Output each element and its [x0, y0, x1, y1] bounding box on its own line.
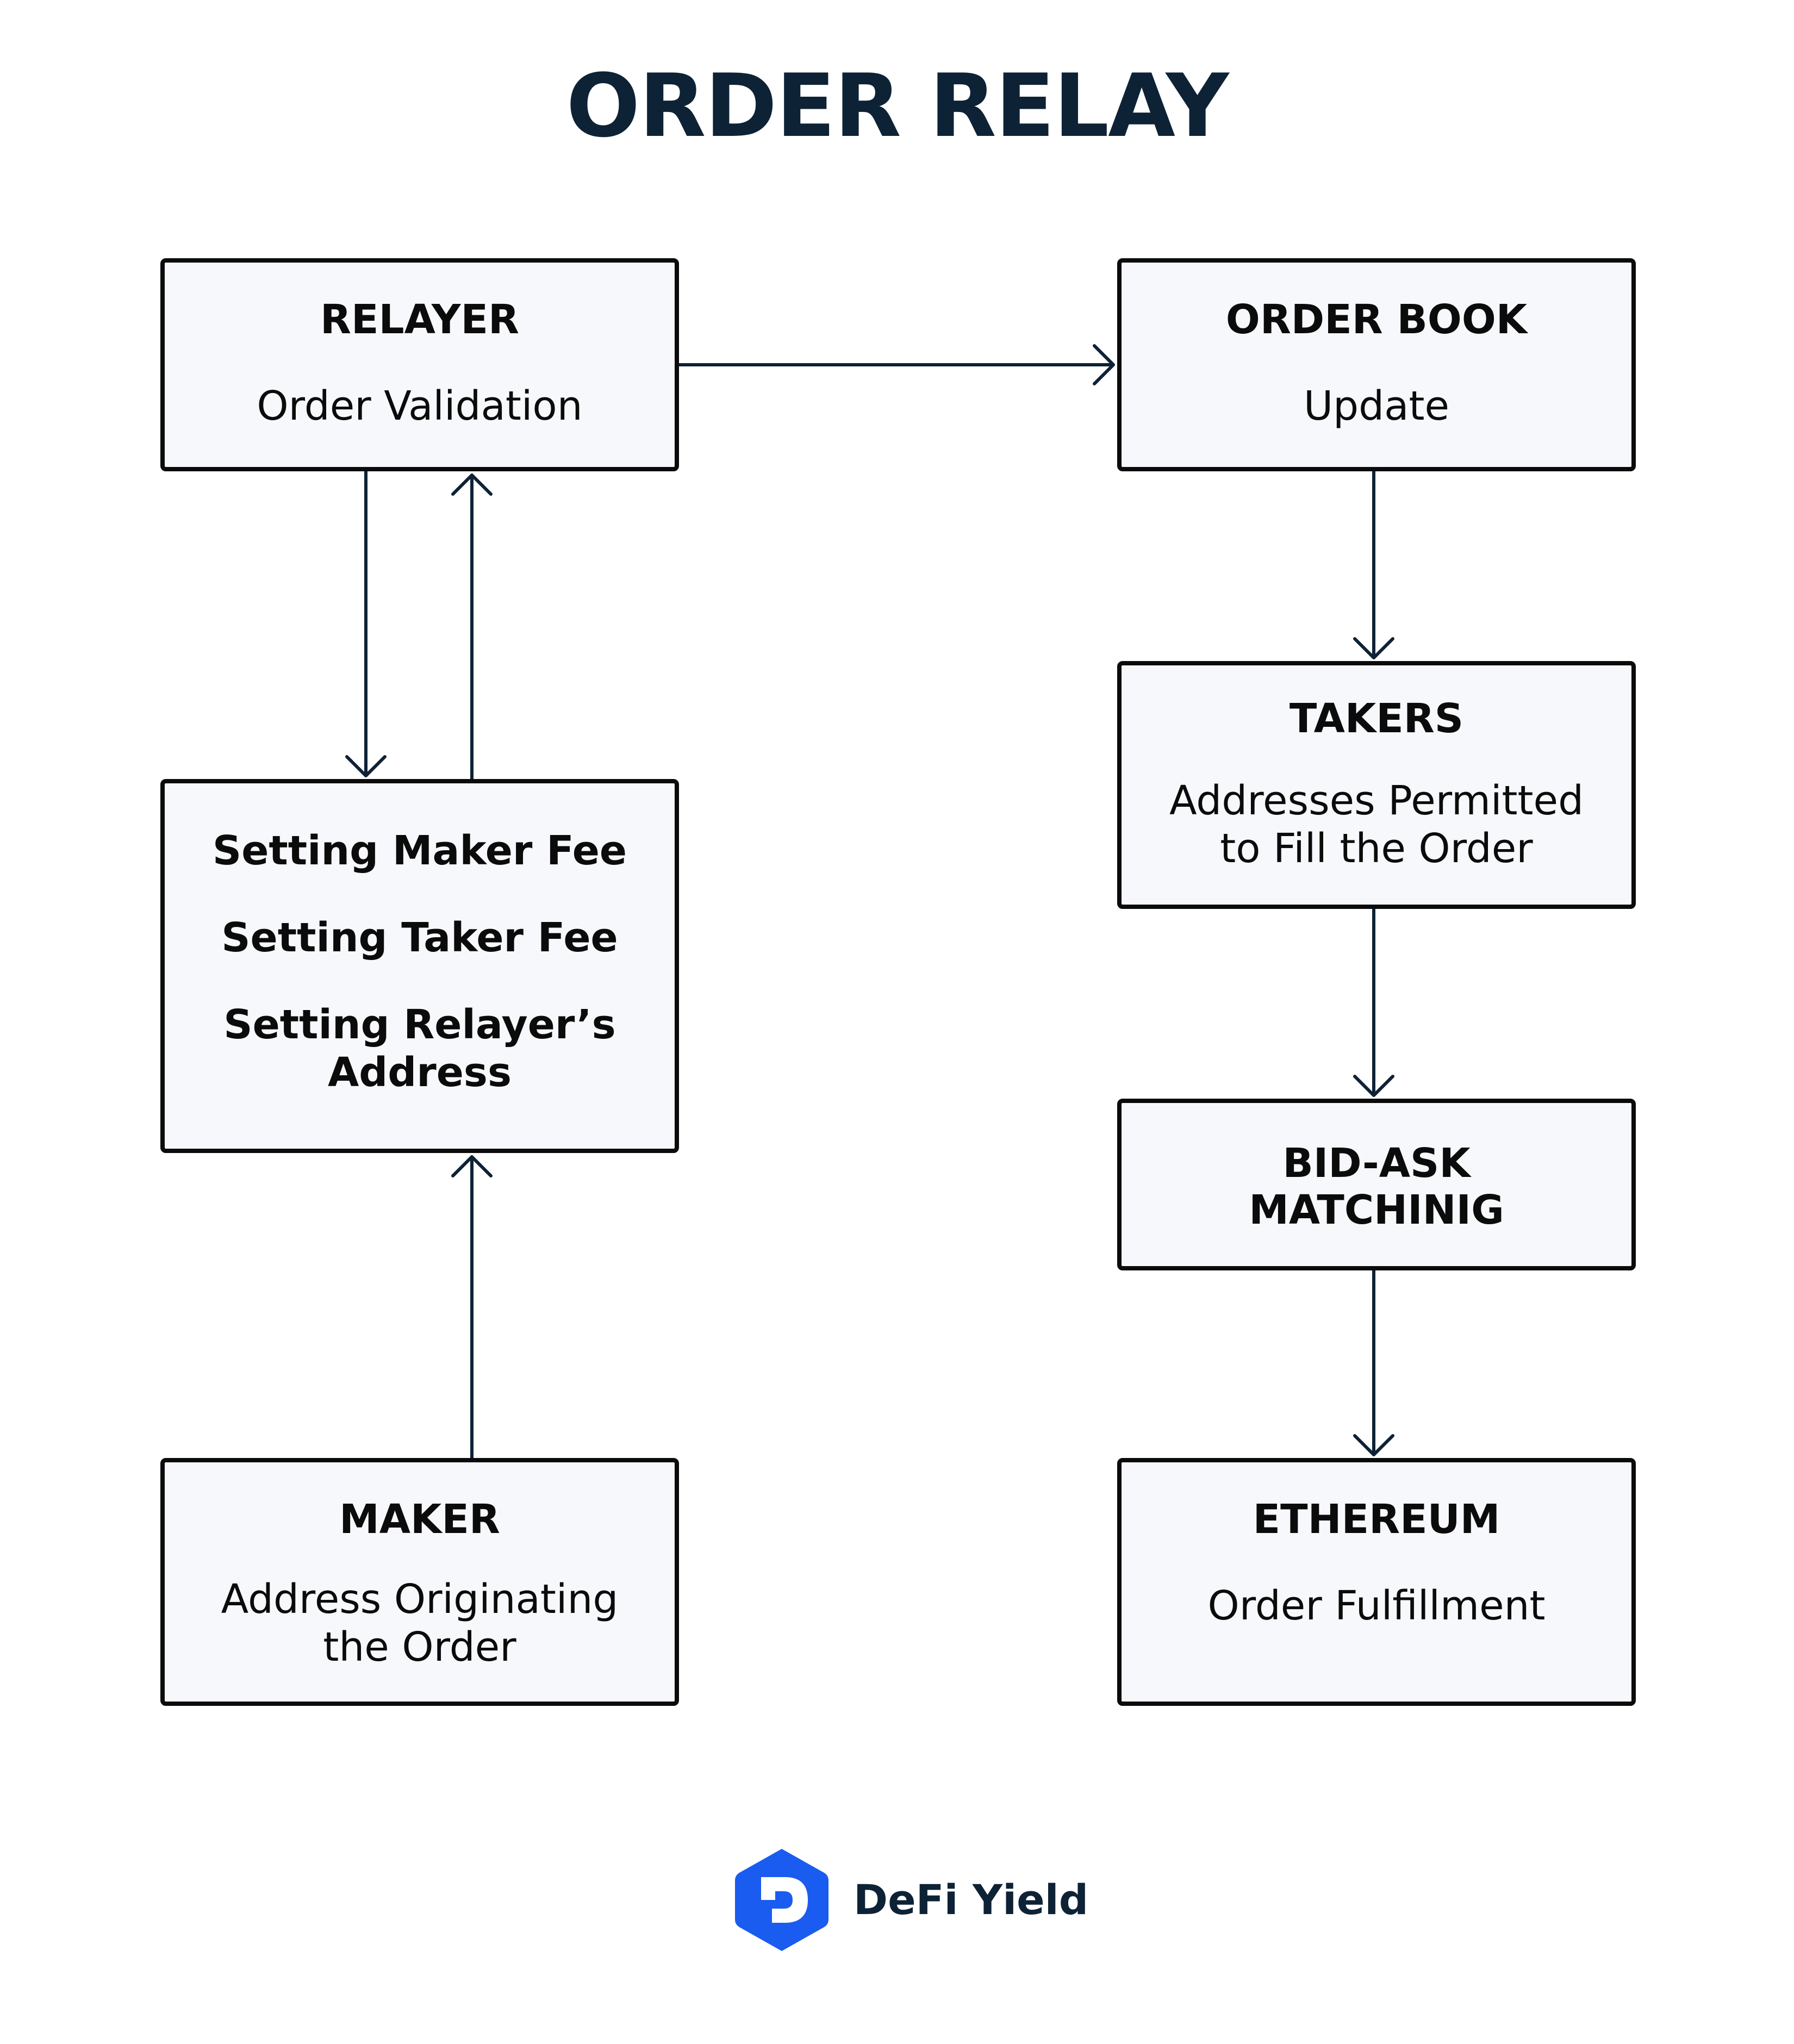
bid-ask-heading-line-2: MATCHINIG	[1249, 1187, 1504, 1233]
bid-ask-heading-line-1: BID-ASK	[1282, 1140, 1471, 1187]
maker-heading: MAKER	[339, 1496, 500, 1543]
relayer-address-line-1: Setting Relayer’s	[223, 1001, 616, 1048]
maker-description-line-2: the Order	[323, 1624, 516, 1671]
relayer-address-line-2: Address	[328, 1049, 512, 1096]
taker-fee-label: Setting Taker Fee	[221, 914, 618, 961]
takers-description: Addresses Permitted to Fill the Order	[1122, 777, 1631, 873]
relayer-node: RELAYER Order Validation	[160, 258, 679, 471]
brand-name: DeFi Yield	[854, 1875, 1089, 1924]
takers-description-line-2: to Fill the Order	[1220, 825, 1533, 872]
ethereum-description-line: Order Fulfillment	[1207, 1582, 1546, 1629]
arrow-takers-to-bid-ask	[1353, 907, 1394, 1097]
takers-heading: TAKERS	[1289, 695, 1464, 742]
maker-node: MAKER Address Originating the Order	[160, 1458, 679, 1706]
bid-ask-heading: BID-ASK MATCHINIG	[1122, 1140, 1631, 1233]
fee-settings-node: Setting Maker Fee Setting Taker Fee Sett…	[160, 779, 679, 1153]
arrow-relayer-to-fees	[345, 470, 387, 777]
bid-ask-node: BID-ASK MATCHINIG	[1117, 1099, 1636, 1270]
maker-description-line-1: Address Originating	[221, 1576, 619, 1623]
relayer-heading: RELAYER	[320, 296, 519, 343]
relayer-description-line: Order Validation	[257, 383, 583, 429]
order-book-description: Update	[1122, 382, 1631, 430]
arrow-relayer-to-order-book	[677, 344, 1115, 385]
defi-yield-logo-icon	[735, 1849, 829, 1951]
order-book-heading: ORDER BOOK	[1225, 296, 1528, 343]
takers-node: TAKERS Addresses Permitted to Fill the O…	[1117, 661, 1636, 909]
relayer-description: Order Validation	[165, 382, 675, 430]
takers-description-line-1: Addresses Permitted	[1169, 777, 1584, 824]
ethereum-heading: ETHEREUM	[1253, 1496, 1500, 1543]
order-book-node: ORDER BOOK Update	[1117, 258, 1636, 471]
arrow-maker-to-fees	[451, 1155, 493, 1460]
maker-description: Address Originating the Order	[165, 1575, 675, 1671]
arrow-bid-ask-to-ethereum	[1353, 1269, 1394, 1456]
relayer-address-label: Setting Relayer’s Address	[165, 1001, 675, 1096]
arrow-order-book-to-takers	[1353, 470, 1394, 659]
ethereum-node: ETHEREUM Order Fulfillment	[1117, 1458, 1636, 1706]
ethereum-description: Order Fulfillment	[1122, 1582, 1631, 1630]
order-book-description-line: Update	[1304, 383, 1449, 429]
arrow-fees-to-relayer	[451, 473, 493, 781]
maker-fee-label: Setting Maker Fee	[212, 827, 627, 874]
diagram-title: ORDER RELAY	[566, 55, 1229, 157]
